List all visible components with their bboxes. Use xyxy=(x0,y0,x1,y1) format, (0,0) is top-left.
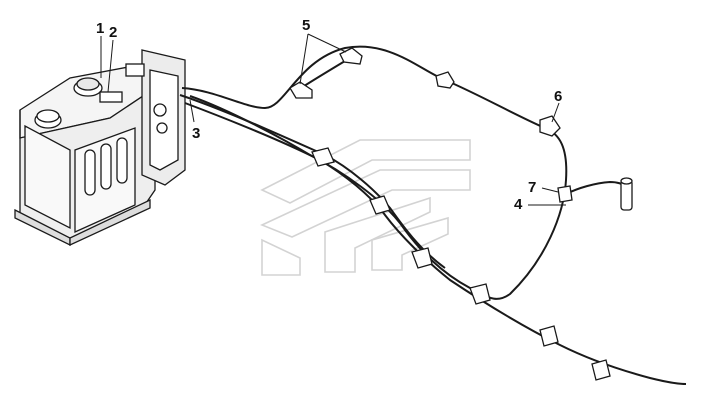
clamp xyxy=(469,283,491,305)
clamp xyxy=(557,185,573,203)
clamp xyxy=(539,325,559,347)
fuel-line-upper xyxy=(181,45,568,300)
callout-6: 6 xyxy=(554,88,562,105)
clamp xyxy=(435,71,455,89)
leader-lines xyxy=(100,33,566,206)
fuel-tank xyxy=(14,49,186,247)
fuel-line-middle xyxy=(179,94,446,269)
fuel-line-return xyxy=(565,180,627,195)
callout-4: 4 xyxy=(514,196,523,213)
fuel-lines xyxy=(179,45,687,385)
clamp xyxy=(411,247,433,269)
clamp xyxy=(289,81,313,99)
callout-5: 5 xyxy=(302,17,310,34)
callout-2: 2 xyxy=(109,24,117,41)
clamp xyxy=(539,115,561,137)
callout-3: 3 xyxy=(192,125,200,142)
fuel-line-lower xyxy=(184,102,687,385)
callout-1: 1 xyxy=(96,20,104,37)
clamp xyxy=(311,147,335,167)
clamp xyxy=(591,359,611,381)
callout-7: 7 xyxy=(528,179,536,196)
clamp xyxy=(369,195,391,215)
watermark-logo xyxy=(259,139,471,276)
callouts: 1 2 3 4 5 6 7 xyxy=(96,17,562,213)
outlet-pipe xyxy=(620,177,633,211)
